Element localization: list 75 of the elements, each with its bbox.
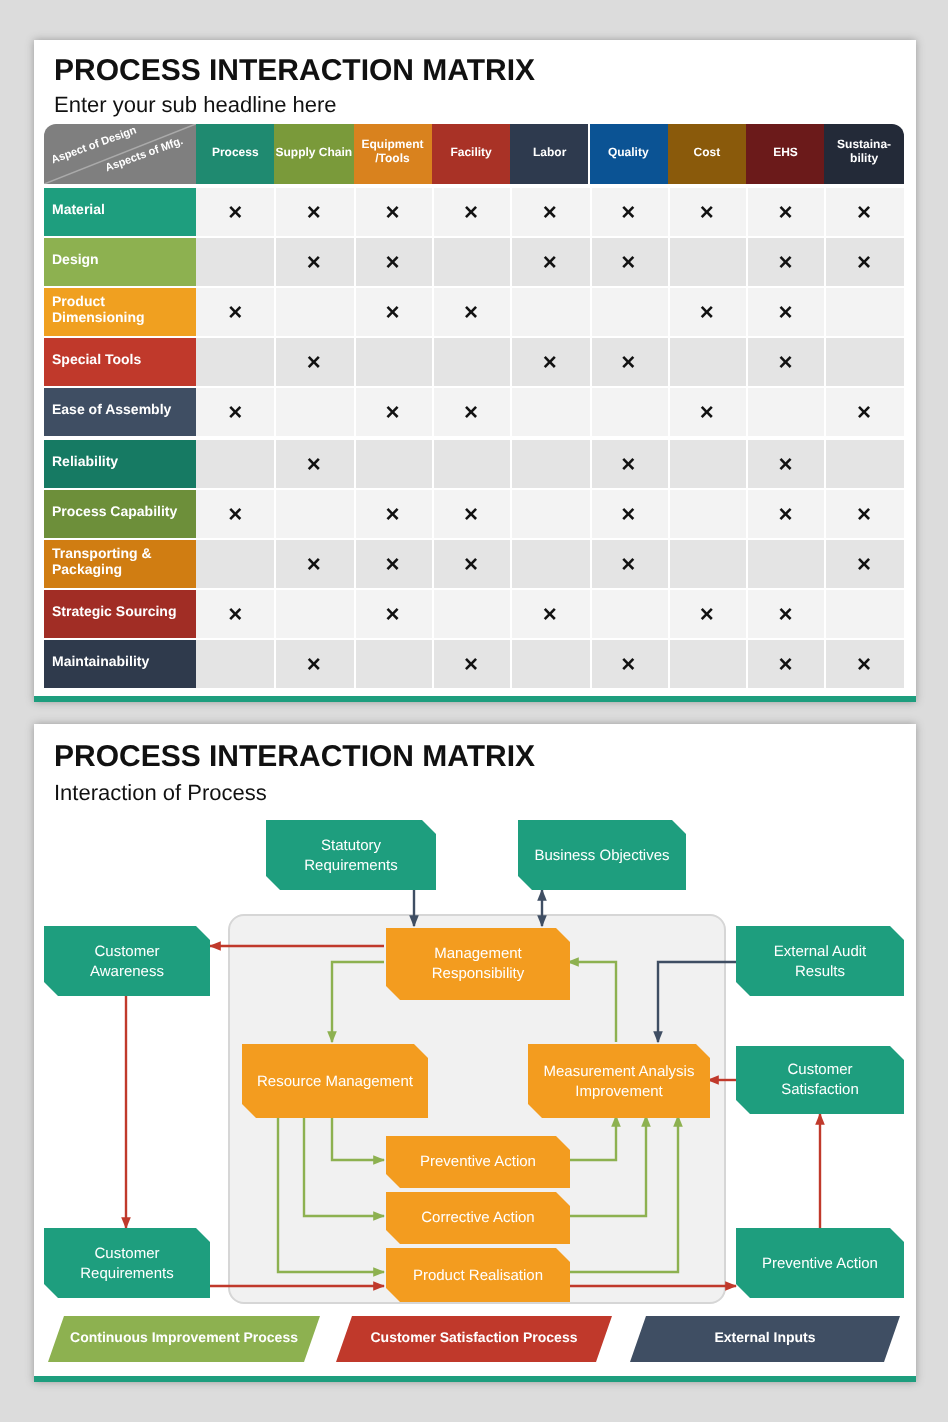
arrow (568, 1114, 683, 1274)
arrow (706, 1075, 736, 1085)
cross-mark: × (697, 296, 716, 329)
cross-mark: × (776, 346, 795, 379)
cross-mark: × (776, 296, 795, 329)
arrow (210, 1281, 386, 1291)
cross-mark: × (226, 296, 245, 329)
cross-mark: × (462, 647, 481, 680)
arrow (568, 1281, 738, 1291)
cross-mark: × (855, 396, 874, 429)
cross-mark: × (383, 196, 402, 229)
cross-mark: × (304, 196, 323, 229)
cross-mark: × (462, 547, 481, 580)
cross-mark: × (619, 246, 638, 279)
arrow (302, 1116, 386, 1221)
cross-mark: × (462, 497, 481, 530)
cross-mark: × (383, 396, 402, 429)
cross-mark: × (855, 547, 874, 580)
cross-mark: × (304, 346, 323, 379)
cross-mark: × (776, 196, 795, 229)
arrow (568, 1114, 651, 1218)
slide-subtitle: Interaction of Process (54, 782, 267, 806)
arrow (330, 1116, 386, 1165)
cross-mark: × (697, 597, 716, 630)
cross-mark: × (226, 497, 245, 530)
cross-mark: × (776, 246, 795, 279)
cross-mark: × (304, 647, 323, 680)
cross-mark: × (619, 447, 638, 480)
cross-mark: × (383, 246, 402, 279)
arrow (327, 960, 384, 1044)
cross-mark: × (462, 196, 481, 229)
arrow (568, 1114, 621, 1162)
arrow (815, 1112, 825, 1228)
arrow (537, 888, 547, 928)
cross-mark: × (462, 396, 481, 429)
cross-mark: × (540, 597, 559, 630)
cross-mark: × (226, 597, 245, 630)
cross-mark: × (304, 547, 323, 580)
cross-mark: × (855, 246, 874, 279)
cross-mark: × (855, 196, 874, 229)
cross-mark: × (855, 647, 874, 680)
arrow (409, 890, 419, 928)
cross-mark: × (776, 597, 795, 630)
cross-mark: × (383, 296, 402, 329)
cross-mark: × (697, 396, 716, 429)
arrow (121, 996, 131, 1230)
slide-subtitle: Enter your sub headline here (54, 94, 337, 118)
cross-mark: × (540, 346, 559, 379)
cross-mark: × (619, 346, 638, 379)
slide-title: PROCESS INTERACTION MATRIX (54, 54, 536, 88)
arrow (653, 960, 736, 1044)
cross-mark: × (619, 547, 638, 580)
cross-mark: × (619, 196, 638, 229)
cross-mark: × (462, 296, 481, 329)
cross-mark: × (226, 396, 245, 429)
cross-mark: × (304, 447, 323, 480)
cross-mark: × (619, 647, 638, 680)
cross-mark: × (540, 246, 559, 279)
cross-mark: × (619, 497, 638, 530)
cross-mark: × (226, 196, 245, 229)
cross-mark: × (383, 597, 402, 630)
process-group-panel (228, 914, 726, 1304)
slide-title: PROCESS INTERACTION MATRIX (54, 740, 536, 774)
cross-mark: × (776, 647, 795, 680)
cross-mark: × (697, 196, 716, 229)
cross-mark: × (776, 497, 795, 530)
arrow (566, 957, 618, 1042)
cross-mark: × (540, 196, 559, 229)
cross-mark: × (383, 497, 402, 530)
arrow (276, 1116, 386, 1277)
arrow (208, 941, 384, 951)
cross-mark: × (855, 497, 874, 530)
cross-mark: × (383, 547, 402, 580)
cross-mark: × (304, 246, 323, 279)
cross-mark: × (776, 447, 795, 480)
